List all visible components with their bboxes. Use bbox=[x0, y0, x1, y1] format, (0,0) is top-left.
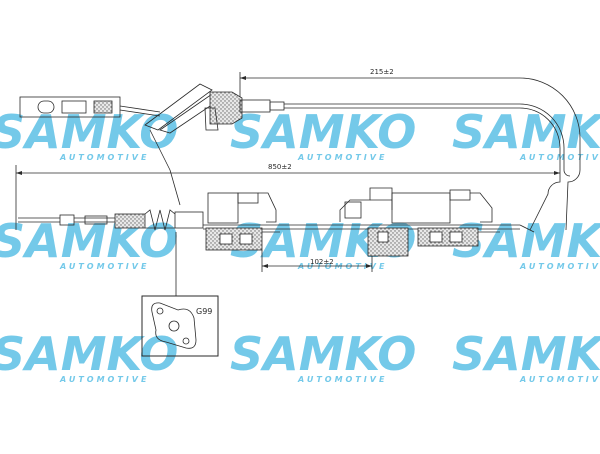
watermark-brand: SAMKO bbox=[230, 105, 416, 159]
watermark-tagline: AUTOMOTIVE bbox=[297, 262, 387, 271]
watermark-brand: SAMKO bbox=[452, 105, 600, 159]
watermark-tagline: AUTOMOTIVE bbox=[59, 153, 149, 162]
dimension-top bbox=[239, 72, 400, 98]
mount-2 bbox=[339, 187, 409, 257]
watermark-tagline: AUTOMOTIVE bbox=[59, 375, 149, 384]
lower-rod-end bbox=[18, 209, 204, 231]
dimension-overall-label: 850±2 bbox=[268, 163, 292, 171]
dimension-top-label: 215±2 bbox=[370, 68, 394, 76]
dimension-overall bbox=[15, 165, 560, 230]
watermark-brand: SAMKO bbox=[0, 327, 178, 381]
watermark-tagline: AUTOMOTIVE bbox=[519, 375, 600, 384]
cable-u-bend bbox=[400, 77, 581, 231]
top-end-fitting bbox=[19, 96, 161, 118]
watermark-brand: SAMKO bbox=[0, 105, 178, 159]
watermark-tagline: AUTOMOTIVE bbox=[297, 153, 387, 162]
watermark-brand: SAMKO bbox=[0, 214, 178, 268]
watermark-tagline: AUTOMOTIVE bbox=[519, 153, 600, 162]
drawing-lines bbox=[15, 72, 581, 357]
leader-lines bbox=[149, 129, 181, 296]
top-sleeve-assembly bbox=[144, 83, 520, 134]
watermark-brand: SAMKO bbox=[452, 327, 600, 381]
watermark-tagline: AUTOMOTIVE bbox=[519, 262, 600, 271]
mount-3 bbox=[391, 189, 500, 247]
part-code-label: G99 bbox=[196, 307, 212, 316]
watermark-brand: SAMKO bbox=[230, 327, 416, 381]
mount-1 bbox=[205, 192, 280, 251]
dimension-segment-label: 102±2 bbox=[310, 258, 334, 266]
watermark-group: SAMKO AUTOMOTIVE SAMKO AUTOMOTIVE SAMKO … bbox=[0, 105, 600, 384]
dimension-segment bbox=[261, 250, 373, 272]
gasket-detail bbox=[141, 295, 219, 357]
watermark-tagline: AUTOMOTIVE bbox=[59, 262, 149, 271]
watermark-tagline: AUTOMOTIVE bbox=[297, 375, 387, 384]
